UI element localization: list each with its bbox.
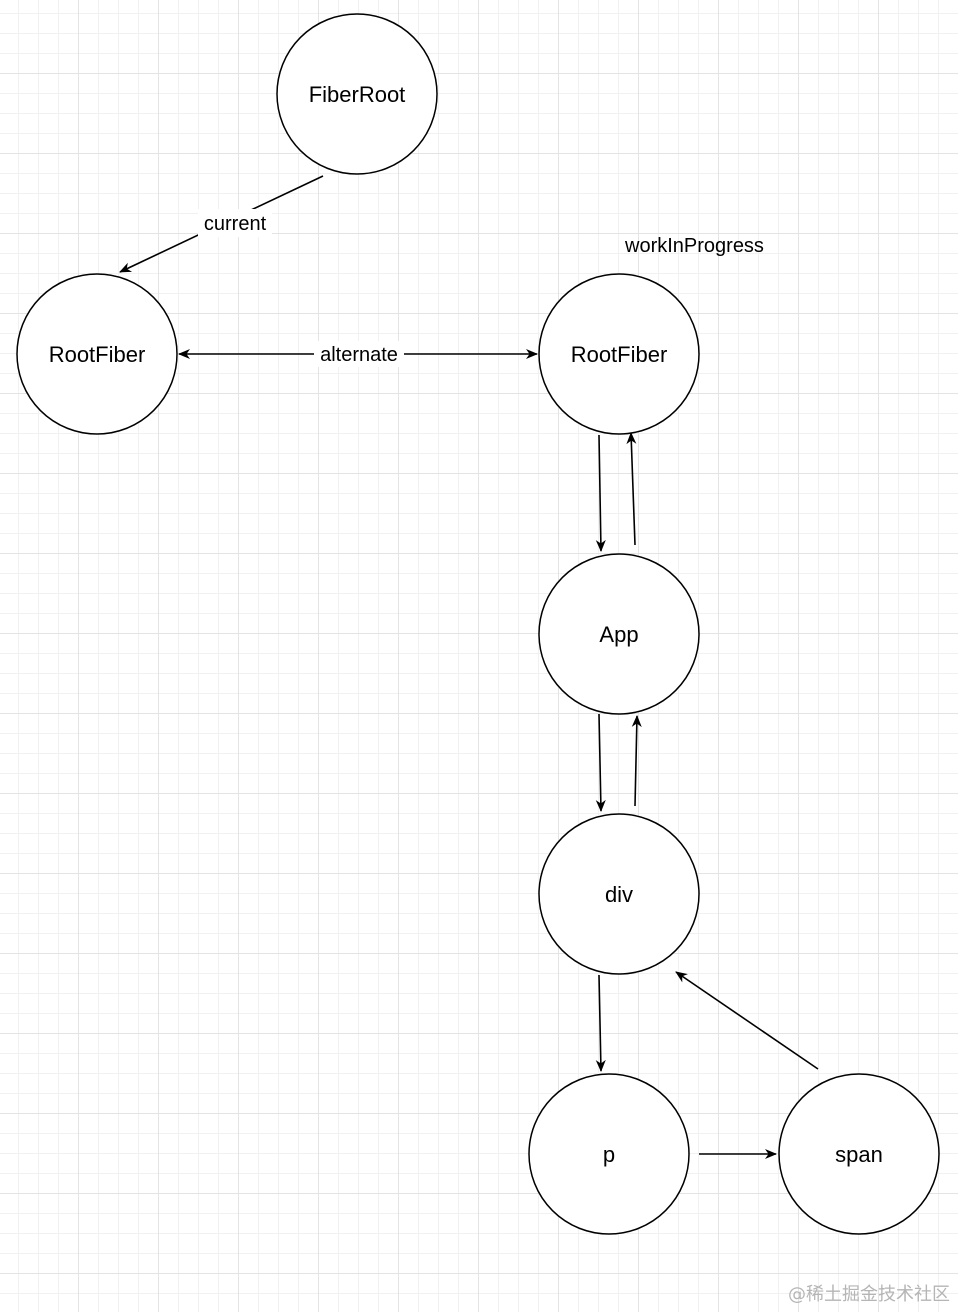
node-fiber-root-label: FiberRoot [309, 82, 406, 107]
div-to-p-child-edge [595, 974, 606, 1072]
node-app: App [538, 553, 700, 715]
node-div: div [538, 813, 700, 975]
node-span-label: span [835, 1142, 883, 1167]
node-div-label: div [605, 882, 633, 907]
node-current-root-fiber-label: RootFiber [49, 342, 146, 367]
app-to-rootfiber-return-edge [626, 432, 637, 546]
node-wip-root-fiber-label: RootFiber [571, 342, 668, 367]
alternate-edge-label: alternate [320, 344, 398, 366]
node-p: p [528, 1073, 690, 1235]
span-to-div-return-edge [675, 971, 819, 1070]
watermark: @稀土掘金技术社区 [788, 1284, 950, 1305]
node-wip-root-fiber: RootFiber [538, 273, 700, 435]
node-p-label: p [603, 1142, 615, 1167]
node-fiber-root: FiberRoot [276, 13, 438, 175]
node-current-root-fiber: RootFiber [16, 273, 178, 435]
node-span: span [778, 1073, 940, 1235]
app-to-div-child-edge [595, 713, 606, 812]
work-in-progress-label: workInProgress [624, 235, 764, 257]
current-edge-label: current [204, 213, 267, 235]
rootfiber-to-app-child-edge [595, 434, 606, 552]
node-app-label: App [599, 622, 638, 647]
div-to-app-return-edge [631, 715, 642, 807]
